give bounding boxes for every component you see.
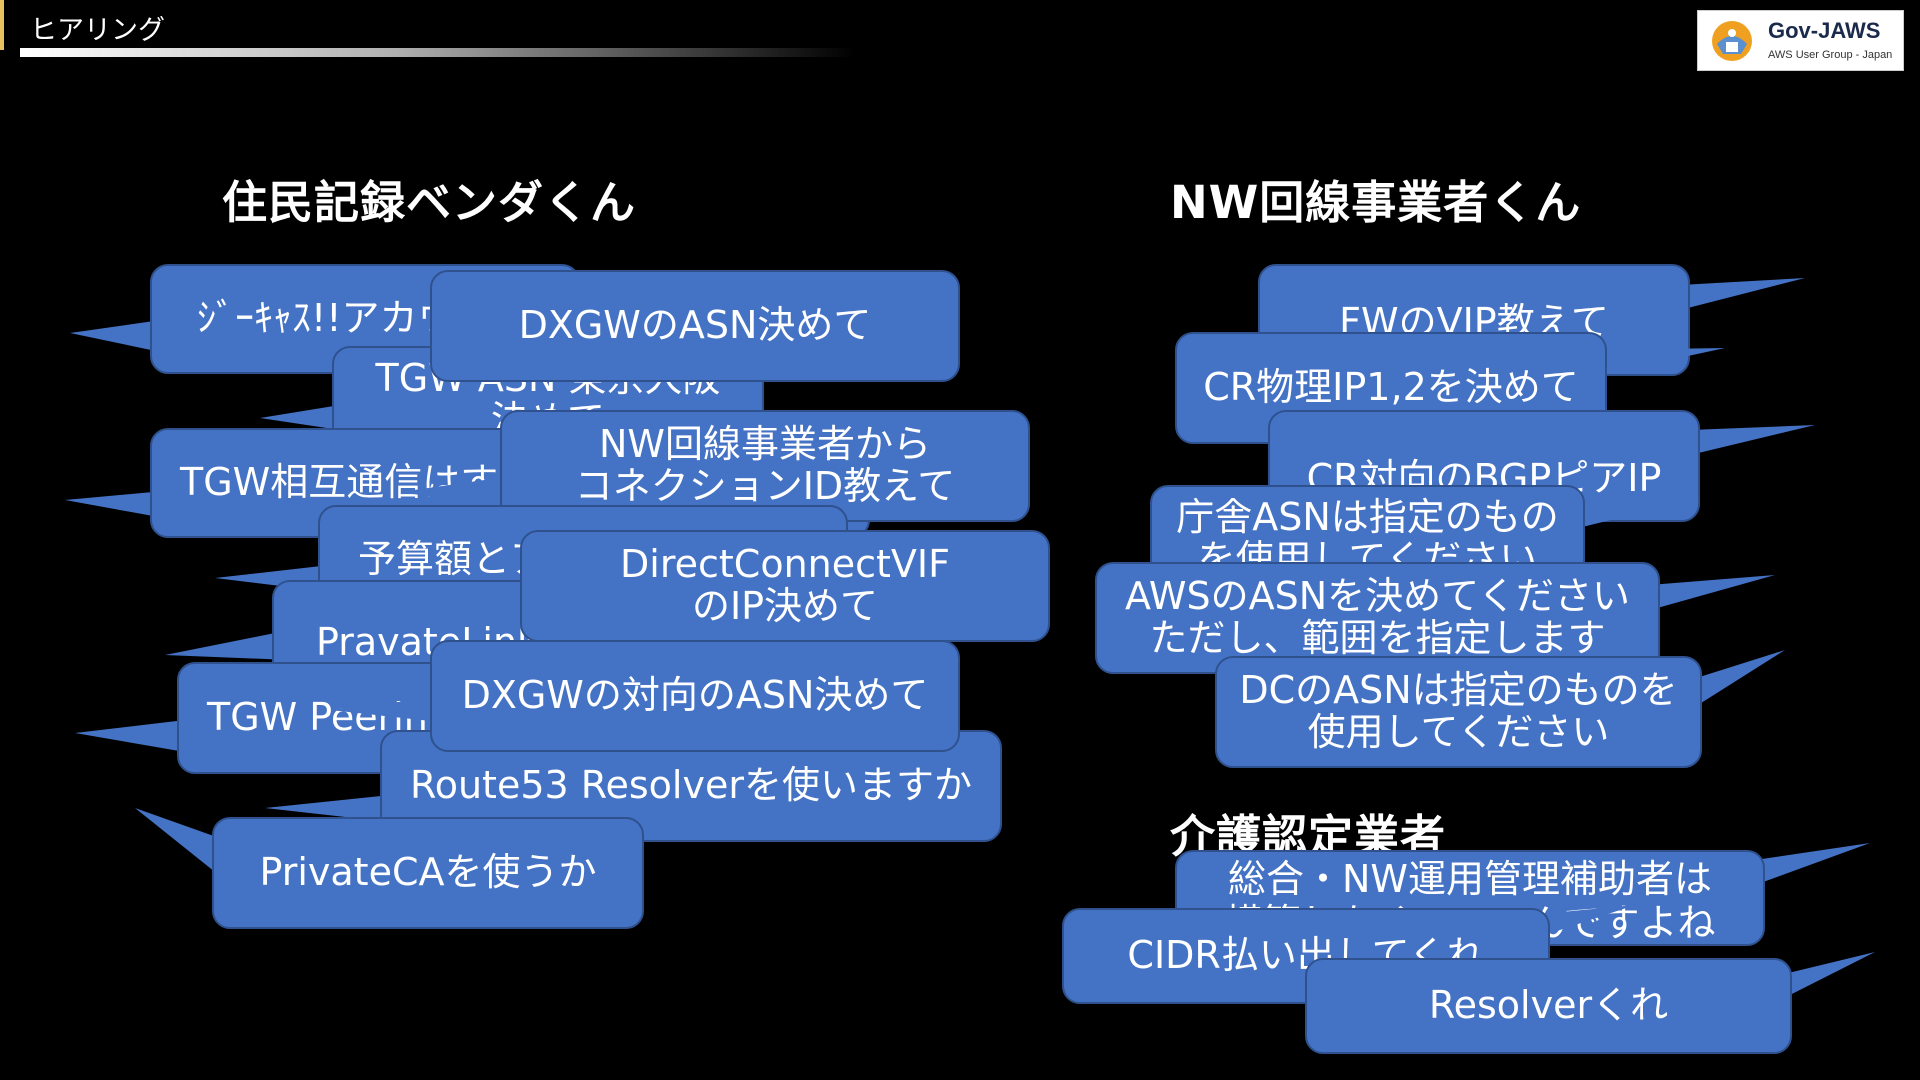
bubble-dc-vif-ip: DirectConnectVIF のIP決めて	[520, 530, 1050, 642]
section-title-vendor: 住民記録ベンダくん	[222, 176, 637, 229]
bubble-dxgw-asn: DXGWのASN決めて	[430, 270, 960, 382]
bubble-text: DXGWの対向のASN決めて	[461, 673, 929, 718]
logo-name: Gov-JAWS	[1768, 18, 1881, 43]
bubble-resolver: Resolverくれ	[1305, 958, 1792, 1054]
title-accent	[0, 0, 4, 50]
bubble-dxgw-peer-asn: DXGWの対向のASN決めて	[430, 640, 960, 752]
bubble-text: Resolverくれ	[1428, 983, 1669, 1028]
bubble-text: DirectConnectVIF のIP決めて	[620, 542, 950, 628]
gov-jaws-logo: Gov-JAWS AWS User Group - Japan	[1697, 10, 1904, 71]
bubble-text: 庁舎ASNは指定のもの を使用してください	[1176, 495, 1559, 581]
bubble-text: PrivateCAを使うか	[259, 850, 597, 895]
bubble-text: DCのASNは指定のものを 使用してください	[1239, 668, 1678, 754]
bubble-aws-asn: AWSのASNを決めてください ただし、範囲を指定します	[1095, 562, 1660, 674]
logo-subtitle: AWS User Group - Japan	[1768, 49, 1893, 61]
slide-title: ヒアリング	[30, 15, 165, 46]
bubble-text: AWSのASNを決めてください ただし、範囲を指定します	[1124, 574, 1630, 660]
bubble-text: CR物理IP1,2を決めて	[1203, 365, 1579, 410]
bubble-text: DXGWのASN決めて	[518, 303, 872, 348]
gov-jaws-badge-icon	[1712, 21, 1752, 61]
bubble-text: Route53 Resolverを使いますか	[410, 763, 972, 808]
title-underline	[20, 48, 855, 57]
bubble-dc-asn: DCのASNは指定のものを 使用してください	[1215, 656, 1702, 768]
bubble-private-ca: PrivateCAを使うか	[212, 817, 644, 929]
slide-header: ヒアリング	[0, 0, 1920, 60]
bubble-text: NW回線事業者から コネクションID教えて	[574, 422, 956, 508]
section-title-nw-carrier: NW回線事業者くん	[1170, 176, 1582, 229]
